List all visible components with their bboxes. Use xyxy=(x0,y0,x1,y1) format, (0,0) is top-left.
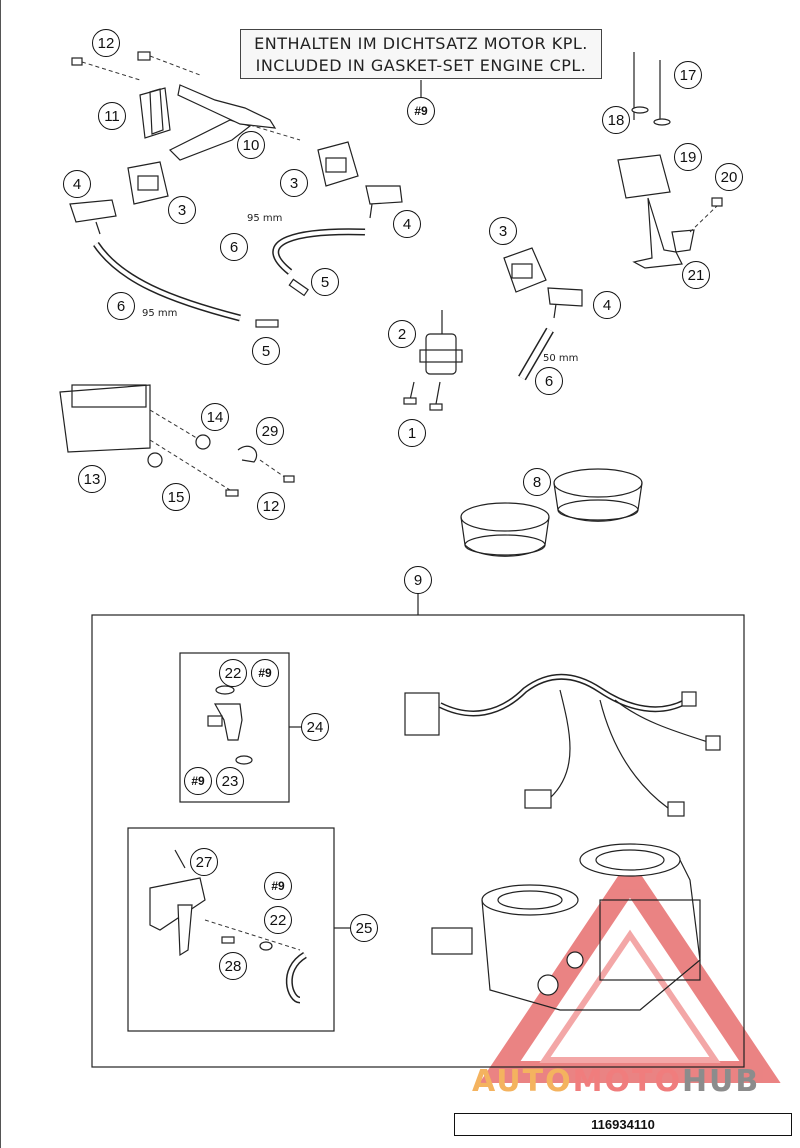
callout-15: 15 xyxy=(162,483,190,511)
callout-19: 19 xyxy=(674,143,702,171)
kit-9-frame xyxy=(91,614,745,1068)
plate-11-icon xyxy=(139,87,171,139)
hose-length-mid: 95 mm xyxy=(247,213,283,224)
notice-line-german: ENTHALTEN IM DICHTSATZ MOTOR KPL. xyxy=(254,34,588,53)
hose-length-left: 95 mm xyxy=(142,308,178,319)
throttle-body-icon xyxy=(431,843,701,1011)
screw-1-icon xyxy=(403,381,443,411)
wiring-harness-icon xyxy=(404,673,721,817)
callout-10: 10 xyxy=(237,131,265,159)
notice-ref-callout: #9 xyxy=(407,97,435,125)
callout-13: 13 xyxy=(78,465,106,493)
callout-25: 25 xyxy=(350,914,378,942)
callout-11: 11 xyxy=(98,102,126,130)
hose-6-mid-icon xyxy=(272,228,366,275)
watermark-text-hub: HUB xyxy=(681,1064,761,1099)
callout-3-mid: 3 xyxy=(280,169,308,197)
callout-12-lower: 12 xyxy=(257,492,285,520)
sensor-4-left-icon xyxy=(69,199,117,235)
callout-18: 18 xyxy=(602,106,630,134)
callout-20: 20 xyxy=(715,163,743,191)
callout-8: 8 xyxy=(523,468,551,496)
callout-17: 17 xyxy=(674,61,702,89)
callout-4-mid: 4 xyxy=(393,210,421,238)
hose-length-right: 50 mm xyxy=(543,353,579,364)
callout-6-right: 6 xyxy=(535,367,563,395)
callout-24: 24 xyxy=(301,713,329,741)
notice-line-english: INCLUDED IN GASKET-SET ENGINE CPL. xyxy=(255,56,587,75)
callout-12-top: 12 xyxy=(92,29,120,57)
callout-5-mid: 5 xyxy=(311,268,339,296)
clip-29-icon xyxy=(237,445,258,463)
screw-12-lower-icon xyxy=(225,459,295,497)
hose-6-left-icon xyxy=(93,242,241,322)
watermark-text-moto: MOTO xyxy=(572,1064,682,1099)
nipple-5-left-icon xyxy=(255,319,279,328)
callout-28: 28 xyxy=(219,952,247,980)
watermark-triangle-icon xyxy=(479,858,781,1083)
intake-rubber-8-left-icon xyxy=(460,502,550,557)
intake-rubber-8-right-icon xyxy=(553,468,643,522)
grommet-15-icon xyxy=(147,452,163,468)
callout-1: 1 xyxy=(398,419,426,447)
grommet-14-icon xyxy=(195,434,211,450)
bracket-kit-25-icon xyxy=(149,849,308,1004)
screw-12-icon xyxy=(71,51,201,81)
callout-hash9-bracket: #9 xyxy=(264,872,292,900)
callout-6-left: 6 xyxy=(107,292,135,320)
callout-21: 21 xyxy=(682,261,710,289)
callout-22-injector: 22 xyxy=(219,659,247,687)
callout-27: 27 xyxy=(190,848,218,876)
bracket-assembly-17-21-icon xyxy=(617,52,723,269)
actuator-2-icon xyxy=(419,310,463,375)
callout-5-left: 5 xyxy=(252,337,280,365)
watermark-logo: AUTOMOTOHUB xyxy=(472,1064,794,1104)
sensor-3-left-icon xyxy=(127,161,169,205)
callout-4-right: 4 xyxy=(593,291,621,319)
callout-22-bracket: 22 xyxy=(264,906,292,934)
callout-9: 9 xyxy=(404,566,432,594)
gasket-set-notice: ENTHALTEN IM DICHTSATZ MOTOR KPL. INCLUD… xyxy=(240,29,602,79)
injector-24-icon xyxy=(207,685,253,765)
callout-3-left: 3 xyxy=(168,196,196,224)
sensor-3-mid-icon xyxy=(317,141,359,187)
callout-hash9-injector-bottom: #9 xyxy=(184,767,212,795)
callout-6-mid: 6 xyxy=(220,233,248,261)
sensor-4-right-icon xyxy=(547,287,583,319)
bracket-kit-frame xyxy=(127,827,335,1032)
bracket-10-icon xyxy=(168,84,301,161)
callout-2: 2 xyxy=(388,320,416,348)
sensor-3-right-icon xyxy=(503,247,547,293)
control-unit-13-icon xyxy=(59,384,231,491)
diagram-part-number: 116934110 xyxy=(454,1113,792,1136)
callout-14: 14 xyxy=(201,403,229,431)
watermark-text-auto: AUTO xyxy=(472,1064,573,1099)
nipple-5-mid-icon xyxy=(288,278,309,297)
callout-29: 29 xyxy=(256,417,284,445)
callout-3-right: 3 xyxy=(489,217,517,245)
hose-6-right-icon xyxy=(518,327,554,381)
callout-23: 23 xyxy=(216,767,244,795)
sensor-4-mid-icon xyxy=(365,185,403,219)
callout-4-left: 4 xyxy=(63,170,91,198)
callout-hash9-injector-top: #9 xyxy=(251,659,279,687)
